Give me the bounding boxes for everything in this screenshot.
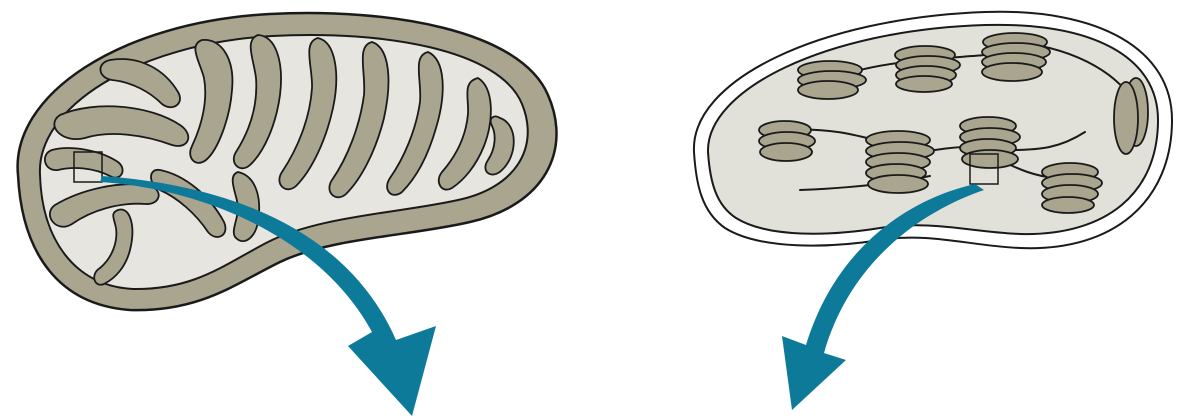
granum [1042,163,1102,213]
granum [960,117,1020,168]
granum [798,61,866,99]
granum [982,33,1050,81]
mitochondrion [18,13,557,310]
granum [895,46,960,92]
granum [759,121,815,161]
granum [866,131,934,193]
